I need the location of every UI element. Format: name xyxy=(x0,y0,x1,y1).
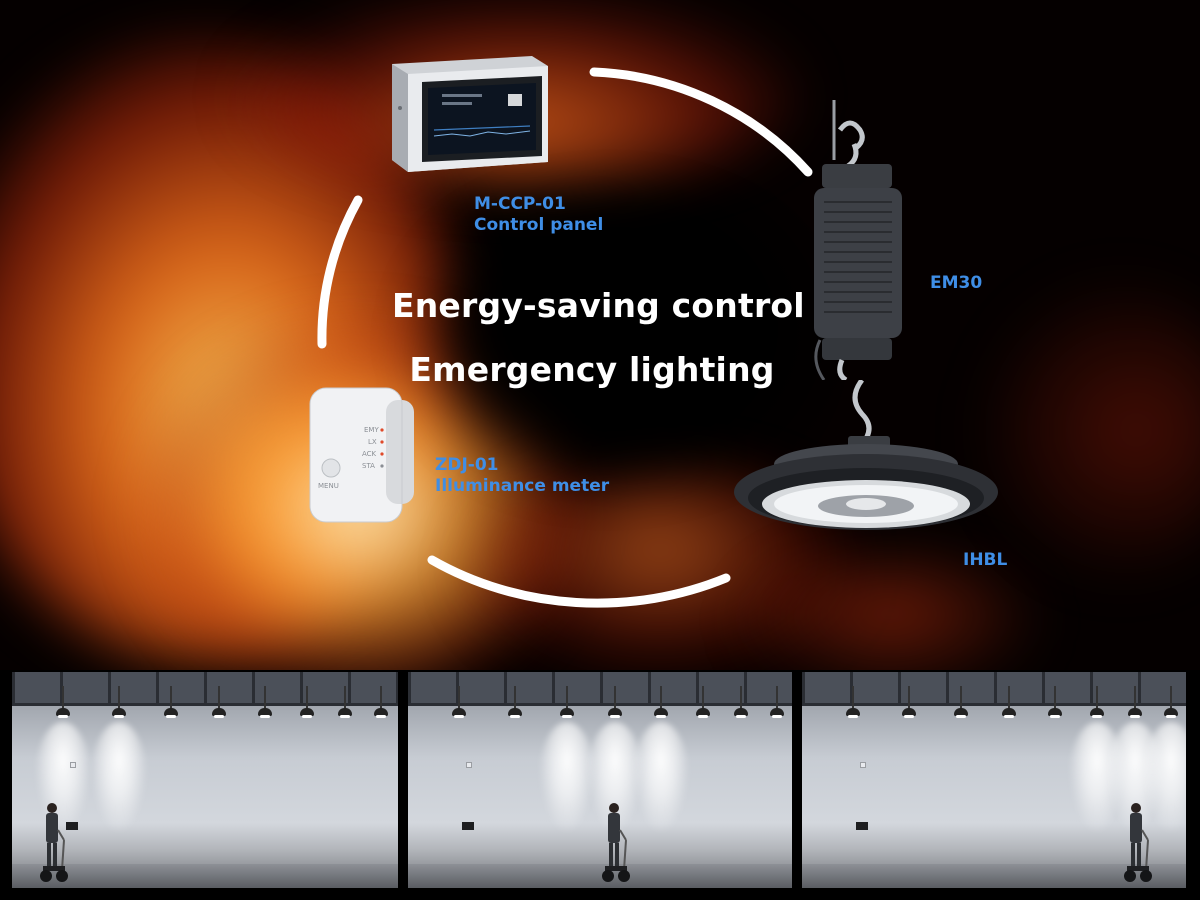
wall-switch xyxy=(66,822,78,830)
highbay-lamp xyxy=(112,686,126,724)
warehouse-scene-3 xyxy=(802,672,1186,888)
floor xyxy=(12,864,398,888)
highbay-lamp xyxy=(696,686,710,724)
highbay-lamp xyxy=(560,686,574,724)
highbay-lamp xyxy=(300,686,314,724)
control-panel-label: M-CCP-01 Control panel xyxy=(474,194,603,236)
headline-energy-saving: Energy-saving control xyxy=(392,286,805,325)
highbay-lamp xyxy=(258,686,272,724)
highbay-lamp xyxy=(374,686,388,724)
illuminance-meter-image: EMY LX ACK STA MENU xyxy=(309,387,414,523)
em30-label: EM30 xyxy=(930,273,983,293)
control-panel-image xyxy=(392,56,548,172)
person-on-scooter xyxy=(40,803,68,882)
hero-banner: EMY LX ACK STA MENU xyxy=(0,0,1200,670)
highbay-lamp xyxy=(734,686,748,724)
illuminance-meter-name: Illuminance meter xyxy=(435,476,610,496)
highbay-lamp xyxy=(770,686,784,724)
meter-indicator-sta: STA xyxy=(362,462,375,470)
cycle-arcs xyxy=(317,67,813,608)
light-beam xyxy=(91,722,147,832)
headline-emergency-lighting: Emergency lighting xyxy=(409,350,775,389)
wall-switch xyxy=(856,822,868,830)
highbay-lamp xyxy=(954,686,968,724)
highbay-lamp xyxy=(452,686,466,724)
arc-bottom xyxy=(427,555,731,608)
arc-top-right xyxy=(589,67,813,177)
highbay-lamp xyxy=(1048,686,1062,724)
ihbl-label: IHBL xyxy=(963,550,1008,570)
light-beam xyxy=(633,722,689,832)
highbay-lamp xyxy=(1090,686,1104,724)
wall-sensor xyxy=(70,762,76,768)
highbay-lamp xyxy=(608,686,622,724)
warehouse-scene-2 xyxy=(408,672,792,888)
highbay-lamp xyxy=(654,686,668,724)
meter-indicator-emy: EMY xyxy=(364,426,379,434)
highbay-lamp xyxy=(1128,686,1142,724)
ihbl-highbay-image xyxy=(734,380,998,530)
floor xyxy=(408,864,792,888)
control-panel-name: Control panel xyxy=(474,215,604,235)
light-beam xyxy=(35,722,91,832)
meter-indicator-lx: LX xyxy=(368,438,377,446)
highbay-lamp xyxy=(1164,686,1178,724)
highbay-lamp xyxy=(212,686,226,724)
illuminance-meter-label: ZDJ-01 Illuminance meter xyxy=(435,455,609,497)
highbay-lamp xyxy=(902,686,916,724)
light-beam xyxy=(539,722,595,832)
wall-switch xyxy=(462,822,474,830)
highbay-lamp xyxy=(508,686,522,724)
wall-sensor xyxy=(466,762,472,768)
person-on-scooter xyxy=(602,803,630,882)
em30-module-image xyxy=(814,100,902,380)
illuminance-meter-model: ZDJ-01 xyxy=(435,455,499,475)
highbay-lamp xyxy=(338,686,352,724)
ceiling-truss xyxy=(802,672,1186,706)
highbay-lamp xyxy=(164,686,178,724)
meter-indicator-ack: ACK xyxy=(362,450,377,458)
highbay-lamp xyxy=(56,686,70,724)
highbay-lamp xyxy=(1002,686,1016,724)
wall-sensor xyxy=(860,762,866,768)
ceiling-truss xyxy=(12,672,398,706)
floor xyxy=(802,864,1186,888)
person-on-scooter xyxy=(1124,803,1152,882)
arc-left xyxy=(317,195,363,349)
control-panel-model: M-CCP-01 xyxy=(474,194,566,214)
ceiling-truss xyxy=(408,672,792,706)
warehouse-scene-1 xyxy=(12,672,398,888)
meter-menu-label: MENU xyxy=(318,482,339,490)
light-beam xyxy=(1143,722,1186,832)
highbay-lamp xyxy=(846,686,860,724)
